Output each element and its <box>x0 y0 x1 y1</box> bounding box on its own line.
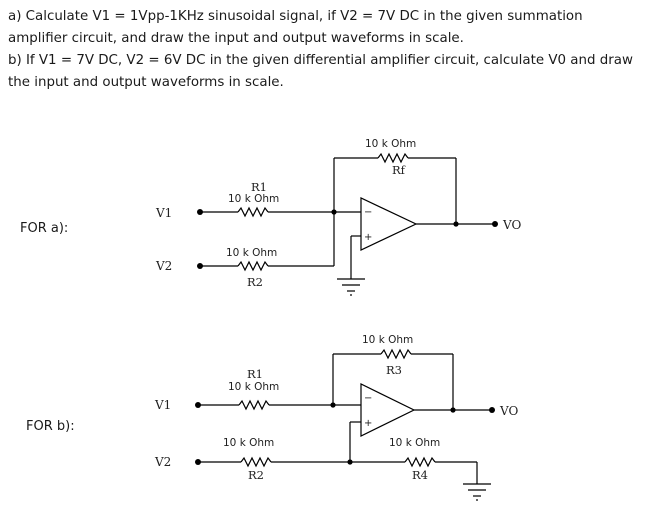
r2-name-b: R2 <box>248 468 264 482</box>
r4-resistor <box>404 456 436 468</box>
rf-name: Rf <box>392 163 406 177</box>
op-amp-b-inverting-sign: − <box>364 393 372 404</box>
v1-terminal-label-b: V1 <box>154 398 171 412</box>
vo-terminal-label-b: VO <box>499 404 518 418</box>
op-amp-b <box>360 383 416 437</box>
r2-value: 10 k Ohm <box>226 247 277 259</box>
vo-terminal <box>492 221 498 227</box>
question-line-4: the input and output waveforms in scale. <box>8 75 284 90</box>
r1-value-b: 10 k Ohm <box>228 381 279 393</box>
r1-name: R1 <box>251 180 267 194</box>
v1-terminal-label: V1 <box>155 206 172 220</box>
v2-terminal-label: V2 <box>155 259 172 273</box>
summing-amplifier-circuit: V1 V2 R1 10 k Ohm 10 k Ohm R2 10 k Ohm R… <box>155 138 521 296</box>
r2-resistor <box>237 260 269 272</box>
op-amp-b-noninverting-sign: + <box>364 418 372 429</box>
r4-name: R4 <box>412 468 428 482</box>
question-text: a) Calculate V1 = 1Vpp-1KHz sinusoidal s… <box>8 6 658 94</box>
ground-symbol-a <box>337 278 365 296</box>
r2-resistor-b <box>240 456 272 468</box>
differential-amplifier-circuit: V1 V2 R1 10 k Ohm 10 k Ohm R3 − + 10 k O… <box>154 334 518 501</box>
v2-terminal-label-b: V2 <box>154 455 171 469</box>
r1-value: 10 k Ohm <box>228 193 279 205</box>
r2-value-b: 10 k Ohm <box>223 437 274 449</box>
r3-value: 10 k Ohm <box>362 334 413 346</box>
r1-resistor-b <box>238 399 270 411</box>
r3-name: R3 <box>386 363 402 377</box>
vo-terminal-b <box>489 407 495 413</box>
op-amp-a-noninverting-sign: + <box>364 232 372 243</box>
label-for-b: FOR b): <box>26 419 75 434</box>
op-amp-a-inverting-sign: − <box>364 207 372 218</box>
r1-resistor <box>237 206 269 218</box>
rf-resistor <box>377 152 409 164</box>
op-amp-a <box>360 197 418 251</box>
r2-name: R2 <box>247 275 263 289</box>
r3-resistor <box>380 348 412 360</box>
r1-name-b: R1 <box>247 367 263 381</box>
vo-terminal-label: VO <box>502 218 521 232</box>
question-line-1: a) Calculate V1 = 1Vpp-1KHz sinusoidal s… <box>8 9 583 24</box>
r4-value: 10 k Ohm <box>389 437 440 449</box>
rf-value: 10 k Ohm <box>365 138 416 150</box>
ground-symbol-b <box>463 483 491 501</box>
question-line-2: amplifier circuit, and draw the input an… <box>8 31 464 46</box>
label-for-a: FOR a): <box>20 221 69 236</box>
question-line-3: b) If V1 = 7V DC, V2 = 6V DC in the give… <box>8 53 633 68</box>
